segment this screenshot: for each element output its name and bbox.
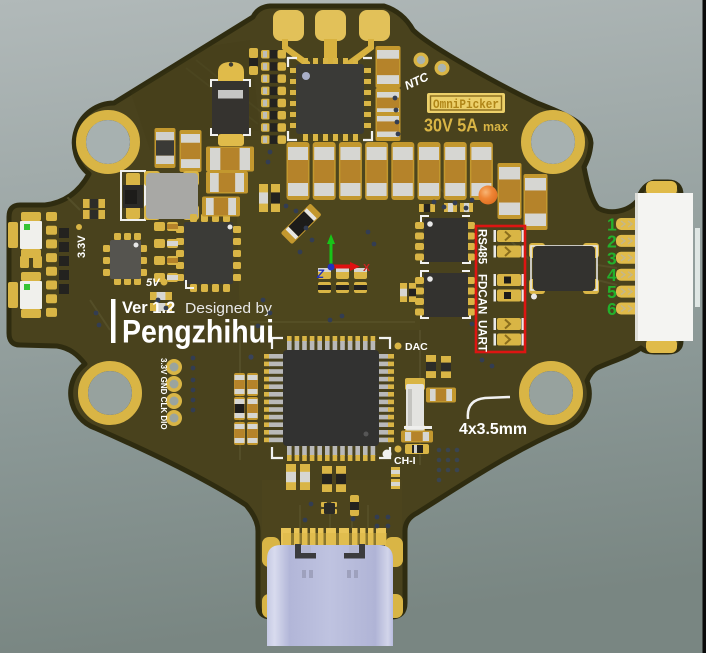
svg-text:DAC: DAC [405, 341, 428, 353]
svg-text:Ver 1.2: Ver 1.2 [122, 299, 175, 317]
svg-text:UART: UART [476, 320, 488, 352]
svg-text:max: max [483, 120, 508, 134]
svg-text:FDCAN: FDCAN [476, 274, 488, 314]
svg-text:3: 3 [607, 248, 617, 268]
svg-text:Pengzhihui: Pengzhihui [122, 314, 274, 350]
svg-text:X: X [363, 262, 370, 274]
svg-text:4: 4 [607, 265, 617, 285]
svg-text:Designed by: Designed by [185, 300, 273, 317]
svg-text:4x3.5mm: 4x3.5mm [459, 421, 527, 438]
svg-text:OmniPicker: OmniPicker [433, 98, 499, 112]
svg-text:6: 6 [607, 299, 617, 319]
svg-text:30V 5A: 30V 5A [424, 115, 478, 136]
svg-text:Z: Z [316, 269, 325, 281]
svg-text:5V: 5V [146, 277, 161, 289]
svg-text:5: 5 [607, 282, 617, 302]
svg-text:CH-I: CH-I [394, 455, 416, 467]
svg-text:3.3V: 3.3V [76, 235, 88, 258]
svg-text:RS485: RS485 [476, 229, 488, 265]
svg-text:3.3V GND CLK DIO: 3.3V GND CLK DIO [159, 358, 168, 430]
svg-text:1: 1 [607, 215, 617, 235]
svg-text:2: 2 [607, 231, 617, 251]
